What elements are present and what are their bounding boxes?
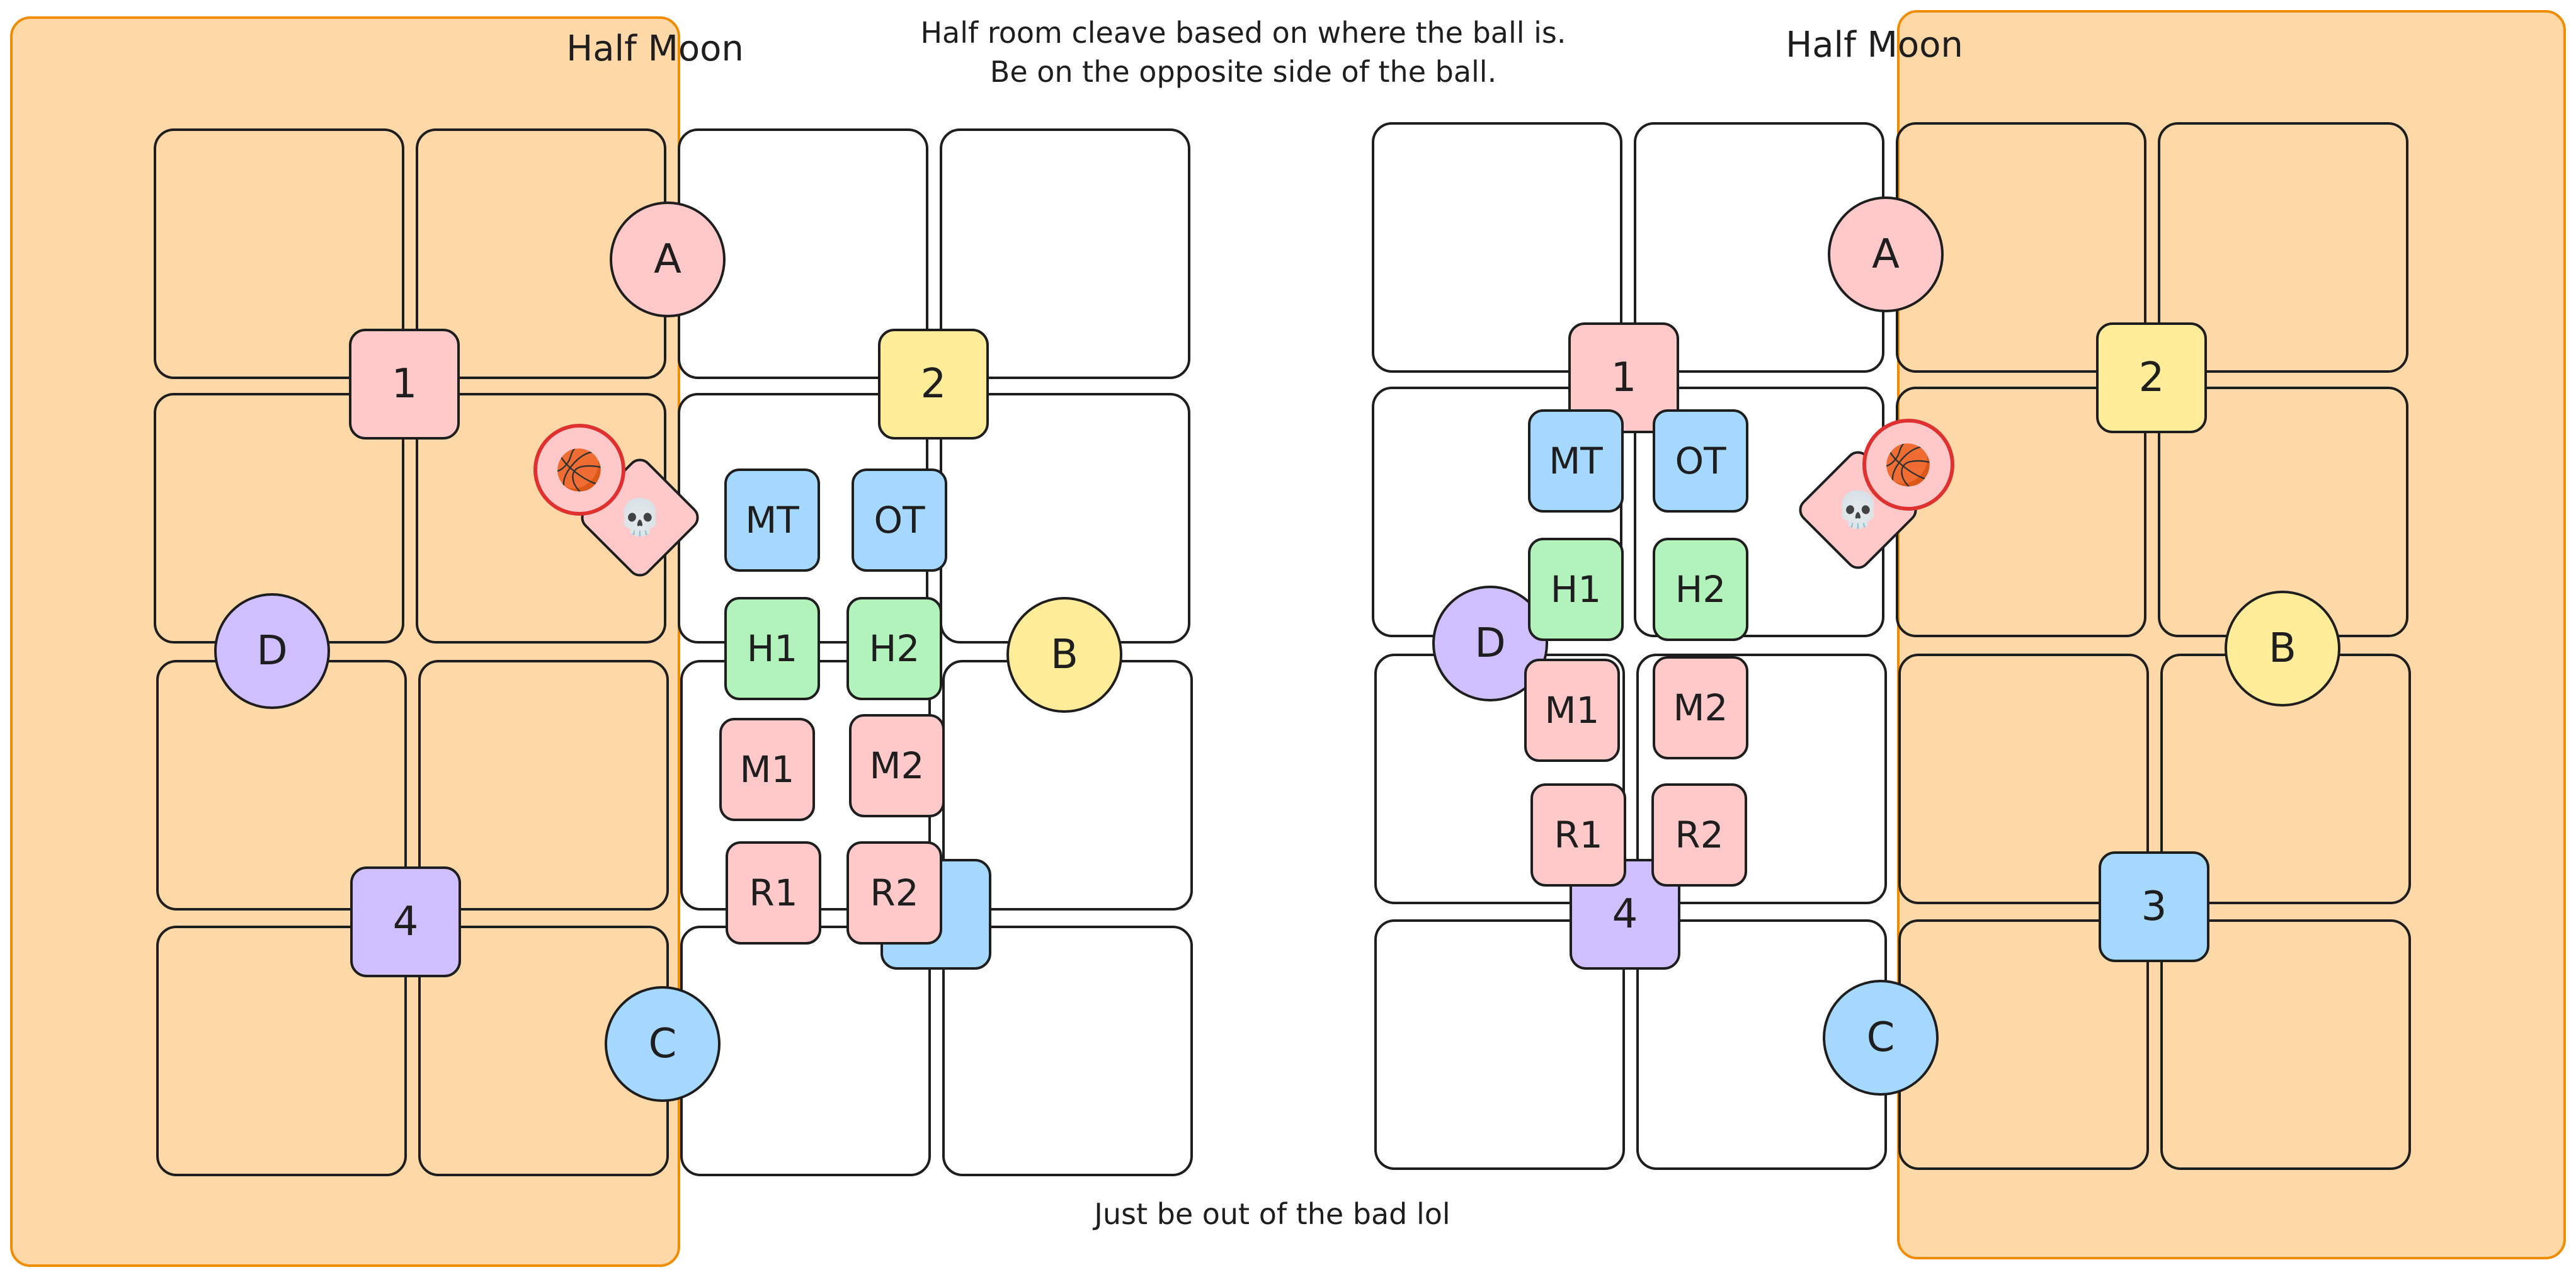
left-ball-marker: 🏀: [533, 424, 625, 516]
party-mt: [724, 468, 820, 572]
waymark-2: [2096, 322, 2207, 433]
party-m2: [1653, 656, 1748, 759]
grid-cell: [154, 128, 404, 379]
waymark-4-label: 4: [1612, 891, 1638, 938]
party-h1-label: H1: [1551, 568, 1602, 611]
waymark-d: [1432, 586, 1548, 701]
waymark-b-label: B: [2269, 625, 2296, 672]
skull-icon: 💀: [618, 497, 662, 538]
right-arena: A B C D 1 2 3 4 MT OT H1 H2 M1 M2 R1: [1372, 10, 2566, 1259]
waymark-a: [610, 201, 726, 317]
waymark-c: [605, 986, 721, 1102]
waymark-b: [2225, 591, 2340, 707]
title-line-1: Half room cleave based on where the ball…: [920, 16, 1566, 50]
skull-icon: 💀: [1836, 490, 1880, 531]
waymark-d: [214, 593, 330, 709]
waymark-1-label: 1: [1611, 355, 1637, 401]
party-r1: [726, 841, 821, 945]
party-r2-label: R2: [870, 871, 918, 914]
waymark-c: [1823, 980, 1939, 1096]
waymark-3: [2099, 851, 2209, 962]
ball-ring: [1862, 419, 1954, 511]
waymark-4-label: 4: [393, 899, 419, 945]
half-moon-label-right: Half Moon: [1786, 25, 1963, 65]
footer-note: Just be out of the bad lol: [1092, 1197, 1450, 1231]
party-h1: [724, 597, 820, 700]
waymark-3-label: 3: [2141, 883, 2167, 930]
left-waymarks: [214, 201, 1122, 1102]
party-r1: [1530, 783, 1626, 887]
waymark-b-label: B: [1051, 632, 1078, 678]
waymark-b: [1006, 597, 1122, 713]
annotations: Half Moon Half Moon Half room cleave bas…: [566, 16, 1963, 1231]
right-waymarks: [1432, 196, 2340, 1096]
left-party-labels: MT OT H1 H2 M1 M2 R1 R2: [740, 499, 926, 914]
half-moon-label-left: Half Moon: [566, 28, 744, 69]
grid-cell: [942, 926, 1193, 1176]
party-h2: [1653, 538, 1748, 641]
waymark-c-label: C: [1867, 1014, 1895, 1061]
party-m1-label: M1: [1545, 689, 1600, 732]
party-r2: [1651, 783, 1747, 887]
ball-ring: [533, 424, 625, 516]
party-m1-label: M1: [740, 748, 795, 791]
party-ot-label: OT: [1675, 440, 1726, 482]
grid-cell: [2160, 919, 2411, 1170]
party-r1-label: R1: [749, 871, 797, 914]
basketball-icon: 🏀: [1884, 440, 1932, 490]
left-party: [719, 468, 947, 945]
left-arena: A B C D 1 2 4 MT OT H1 H2 M1 M2 R1 R2: [10, 16, 1193, 1267]
waymark-1: [349, 329, 460, 440]
grid-cell: [418, 660, 669, 911]
waymark-1-label: 1: [392, 361, 418, 407]
grid-cell: [1374, 919, 1625, 1170]
party-ot: [852, 468, 947, 572]
waymark-2-label: 2: [2139, 355, 2165, 401]
party-mt-label: MT: [745, 499, 799, 542]
grid-cell: [156, 926, 407, 1176]
party-mt-label: MT: [1549, 440, 1603, 482]
party-m1: [719, 718, 815, 821]
title-line-2: Be on the opposite side of the ball.: [990, 55, 1496, 89]
waymark-2-label: 2: [921, 361, 947, 407]
party-r2: [846, 841, 942, 945]
waymark-a: [1828, 196, 1944, 312]
party-h2-label: H2: [869, 627, 920, 670]
party-m2-label: M2: [1673, 686, 1728, 729]
grid-cell: [940, 128, 1190, 379]
right-waymark-labels: A B C D 1 2 3 4: [1474, 231, 2296, 1061]
grid-cell: [2158, 122, 2408, 373]
party-h2-label: H2: [1675, 568, 1726, 611]
party-m1: [1524, 659, 1620, 762]
party-ot: [1653, 409, 1748, 513]
waymark-a-label: A: [1872, 231, 1900, 278]
grid-cell: [1372, 122, 1622, 373]
right-party: [1524, 409, 1748, 887]
waymark-a-label: A: [654, 236, 681, 283]
waymark-4: [350, 866, 461, 977]
grid-cell: [1636, 654, 1887, 904]
right-ball-marker: 🏀: [1862, 419, 1954, 511]
party-m2: [849, 714, 945, 817]
waymark-d-label: D: [256, 628, 287, 674]
party-h2: [846, 597, 942, 700]
left-waymark-labels: A B C D 1 2 4: [256, 236, 1078, 1067]
party-ot-label: OT: [874, 499, 925, 542]
waymark-d-label: D: [1474, 620, 1505, 667]
party-r2-label: R2: [1675, 814, 1723, 856]
grid-cell: [1898, 654, 2149, 904]
party-mt: [1528, 409, 1624, 513]
basketball-icon: 🏀: [555, 445, 603, 495]
party-r1-label: R1: [1554, 814, 1602, 856]
right-party-labels: MT OT H1 H2 M1 M2 R1 R2: [1545, 440, 1728, 856]
party-m2-label: M2: [870, 744, 925, 787]
party-h1-label: H1: [747, 627, 798, 670]
waymark-c-label: C: [649, 1021, 677, 1067]
waymark-2: [878, 329, 989, 440]
party-h1: [1528, 538, 1624, 641]
